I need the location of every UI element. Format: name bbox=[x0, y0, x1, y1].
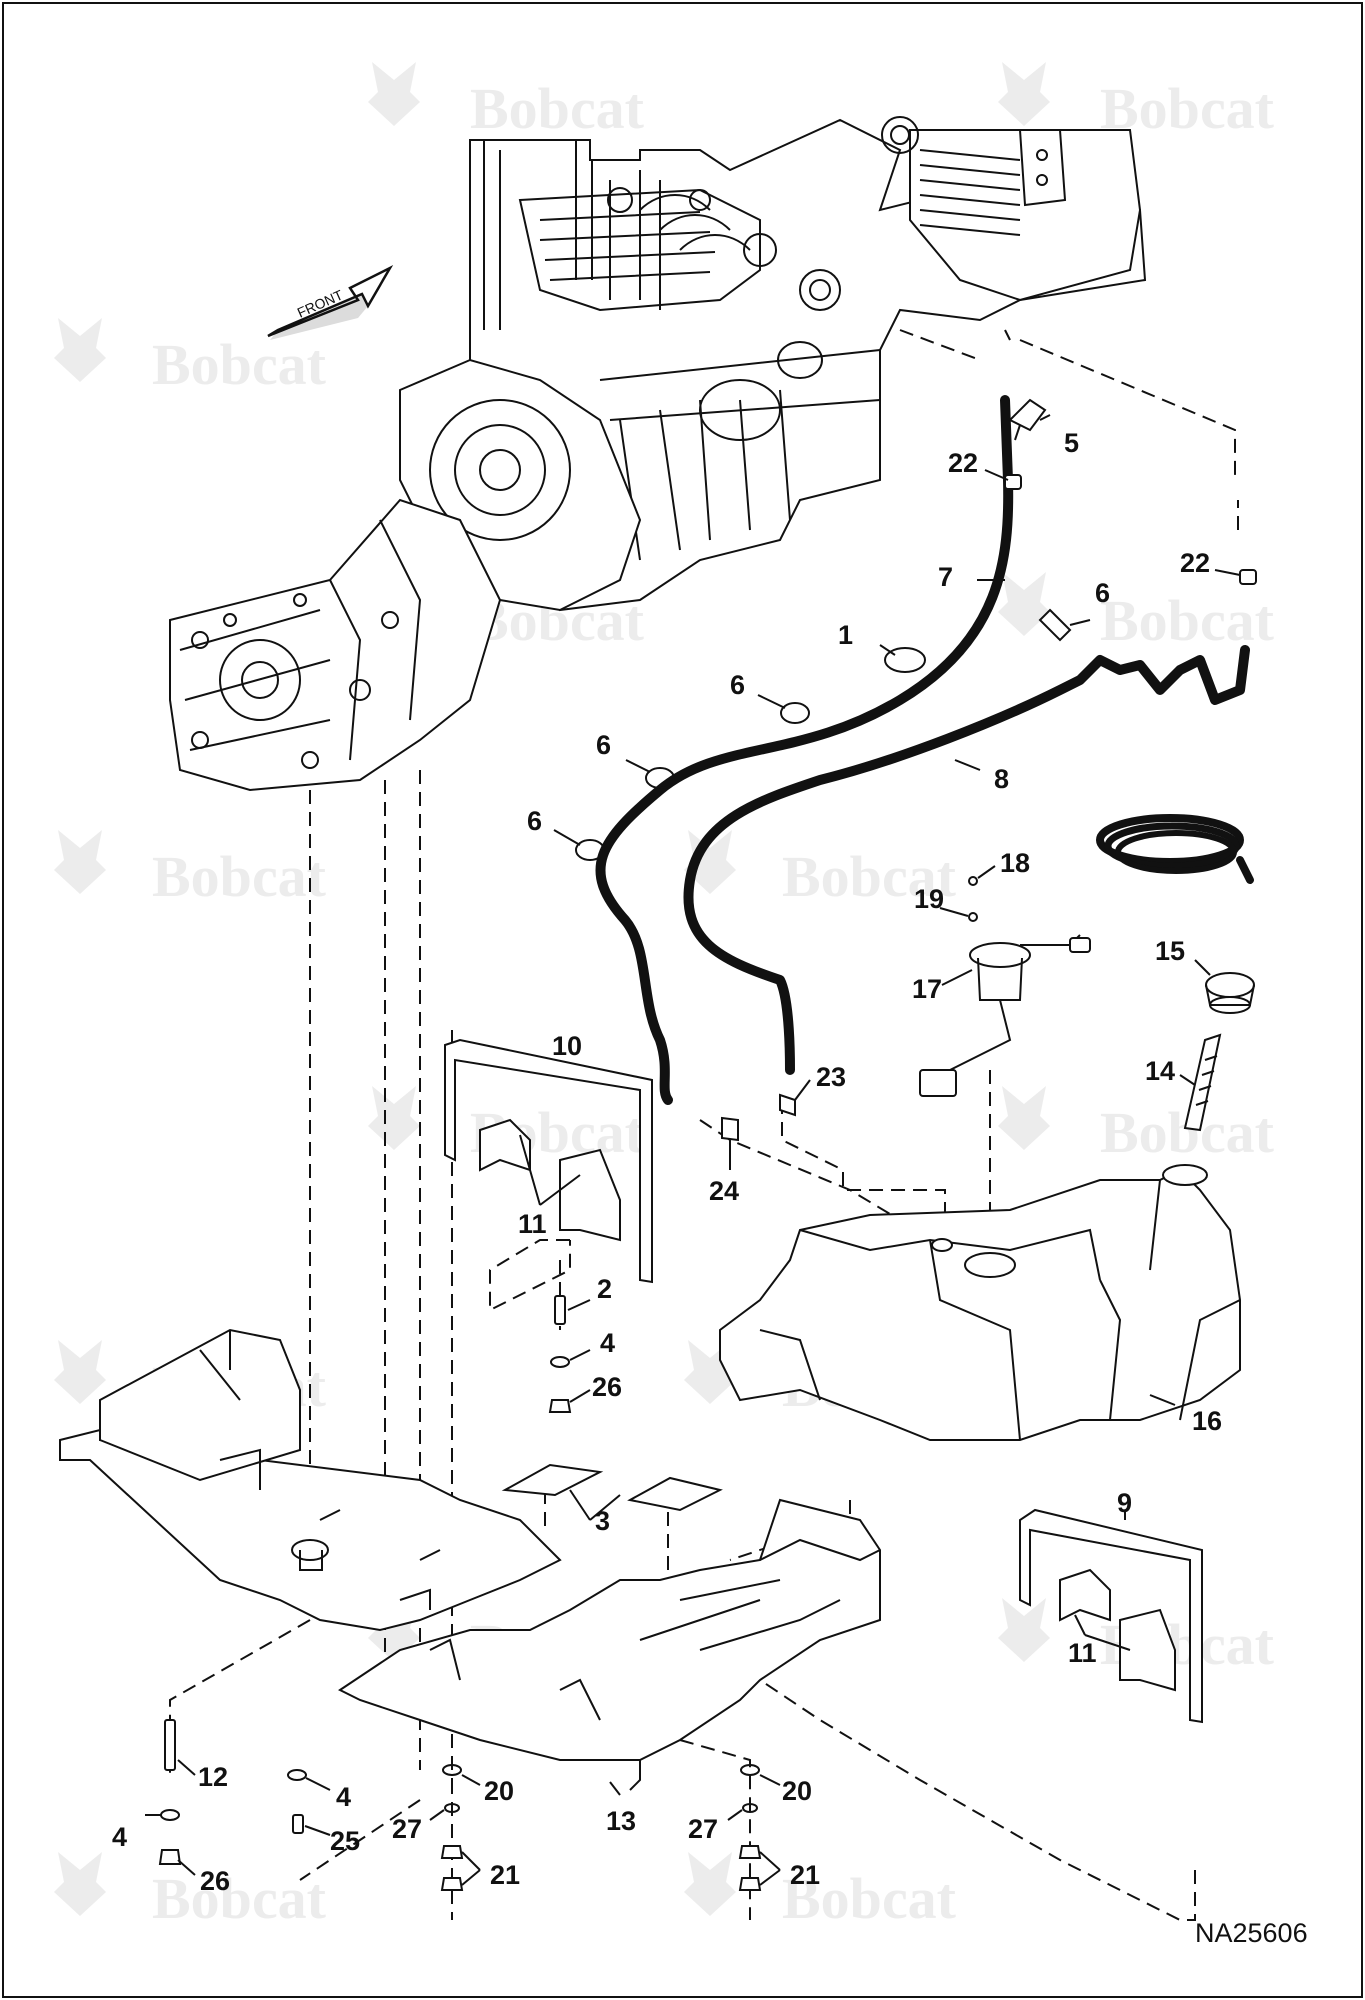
clamp bbox=[1038, 608, 1072, 642]
callout-7: 7 bbox=[938, 562, 953, 592]
callout-5: 5 bbox=[1064, 428, 1079, 458]
fuel-tank bbox=[719, 1164, 1241, 1441]
leader-lines bbox=[145, 414, 1241, 1886]
watermark-text: Bobcat bbox=[470, 76, 645, 141]
fittings bbox=[575, 398, 1257, 1142]
watermark-logo: Bobcat bbox=[998, 572, 1275, 653]
callout-20: 20 bbox=[484, 1776, 514, 1806]
engine-transmission-assembly bbox=[169, 116, 1147, 792]
callout-23: 23 bbox=[816, 1062, 846, 1092]
callout-4: 4 bbox=[600, 1328, 615, 1358]
filler-strainer bbox=[1183, 1033, 1222, 1132]
callout-19: 19 bbox=[914, 884, 944, 914]
callout-6: 6 bbox=[730, 670, 745, 700]
clamp bbox=[1239, 569, 1257, 585]
hose-7 bbox=[595, 395, 1014, 1105]
callout-13: 13 bbox=[606, 1806, 636, 1836]
callout-1: 1 bbox=[838, 620, 853, 650]
clamp bbox=[645, 767, 675, 789]
watermark-logo: Bobcat bbox=[54, 1852, 327, 1931]
skid-plate bbox=[338, 1498, 881, 1791]
watermark-text: Bobcat bbox=[782, 844, 957, 909]
callout-11: 11 bbox=[1068, 1638, 1097, 1668]
callout-16: 16 bbox=[1192, 1406, 1222, 1436]
callout-26: 26 bbox=[592, 1372, 622, 1402]
callout-8: 8 bbox=[994, 764, 1009, 794]
fuel-sender-assembly bbox=[919, 934, 1091, 1097]
watermark-logo: Bobcat bbox=[998, 1086, 1275, 1165]
callout-27: 27 bbox=[392, 1814, 422, 1844]
clamp bbox=[575, 839, 605, 861]
callout-21: 21 bbox=[790, 1860, 820, 1890]
watermark-logo: Bobcat bbox=[54, 318, 327, 397]
callout-20: 20 bbox=[782, 1776, 812, 1806]
watermark-text: Bobcat bbox=[1100, 588, 1275, 653]
watermark-logo: Bobcat bbox=[684, 1852, 957, 1931]
pads-3 bbox=[501, 1463, 723, 1512]
callout-22: 22 bbox=[948, 448, 978, 478]
callout-25: 25 bbox=[330, 1826, 360, 1856]
watermark-text: Bobcat bbox=[782, 1866, 957, 1931]
watermark-logo: Bobcat bbox=[684, 830, 957, 909]
watermark-text: Bobcat bbox=[152, 332, 327, 397]
callout-15: 15 bbox=[1155, 936, 1185, 966]
callout-6: 6 bbox=[1095, 578, 1110, 608]
callout-17: 17 bbox=[912, 974, 942, 1004]
callout-14: 14 bbox=[1145, 1056, 1175, 1086]
frame-crossmember bbox=[59, 1328, 562, 1632]
callout-22: 22 bbox=[1180, 548, 1210, 578]
callout-9: 9 bbox=[1117, 1488, 1132, 1518]
filler-cap bbox=[1205, 972, 1255, 1014]
callout-24: 24 bbox=[709, 1176, 739, 1206]
watermark-logo: Bobcat bbox=[368, 62, 645, 141]
callout-12: 12 bbox=[198, 1762, 228, 1792]
callout-27: 27 bbox=[688, 1814, 718, 1844]
callout-4: 4 bbox=[336, 1782, 351, 1812]
callout-11: 11 bbox=[518, 1209, 547, 1239]
callout-10: 10 bbox=[552, 1031, 582, 1061]
hose-8 bbox=[683, 645, 1250, 1075]
hardware bbox=[158, 1295, 762, 1891]
front-direction-arrow: FRONT bbox=[267, 265, 394, 340]
drawing-number: NA25606 bbox=[1195, 1918, 1308, 1948]
fuel-hoses bbox=[595, 395, 1254, 1105]
callout-6: 6 bbox=[527, 806, 542, 836]
callout-labels: 5 22 22 7 6 1 6 6 6 8 18 19 15 17 14 10 … bbox=[112, 428, 1222, 1896]
callout-4: 4 bbox=[112, 1822, 127, 1852]
watermark-text: Bobcat bbox=[152, 844, 327, 909]
callout-21: 21 bbox=[490, 1860, 520, 1890]
hose-coil bbox=[1096, 814, 1254, 884]
clamp bbox=[1004, 474, 1022, 490]
callout-18: 18 bbox=[1000, 848, 1030, 878]
callout-3: 3 bbox=[595, 1506, 610, 1536]
clamp bbox=[780, 702, 810, 724]
elbow-fitting bbox=[1008, 398, 1047, 432]
callout-6: 6 bbox=[596, 730, 611, 760]
callout-26: 26 bbox=[200, 1866, 230, 1896]
tank-strap-9 bbox=[1019, 1508, 1203, 1724]
watermark-logo: Bobcat bbox=[54, 830, 327, 909]
tank-strap-10 bbox=[444, 1038, 653, 1284]
callout-2: 2 bbox=[597, 1274, 612, 1304]
watermark-text: Bobcat bbox=[152, 1866, 327, 1931]
clamp-ring bbox=[884, 647, 926, 673]
watermark-text: Bobcat bbox=[1100, 1100, 1275, 1165]
